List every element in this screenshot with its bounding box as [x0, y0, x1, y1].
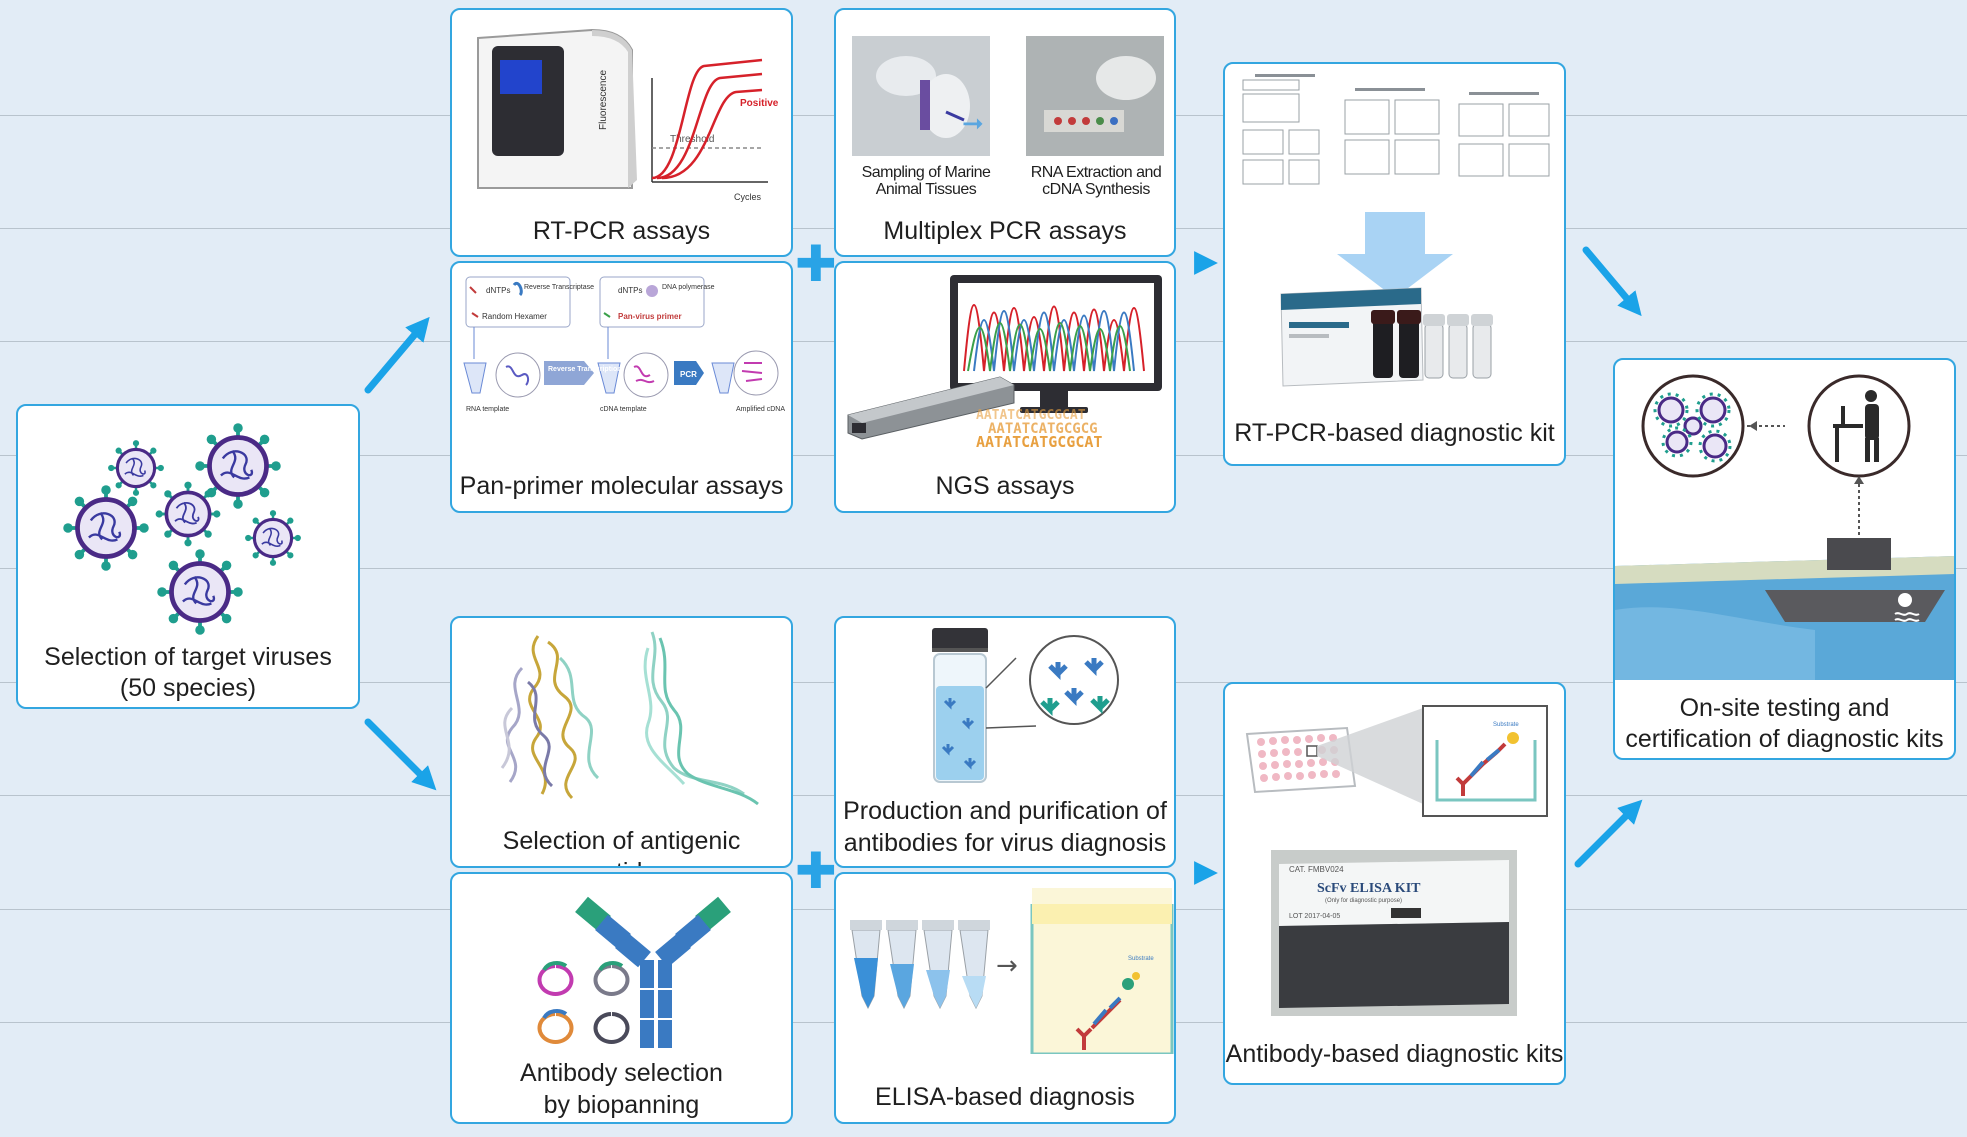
sampling-caption-2: Animal Tissues: [875, 181, 977, 198]
biopanning-label-1: Antibody selection: [520, 1059, 723, 1087]
positive-label: Positive: [740, 98, 779, 109]
reverse-transcription-label: Reverse Transcription: [548, 366, 622, 373]
pan-virus-primer-label: Pan-virus primer: [618, 312, 682, 321]
ngs-sequencer-illustration: AATATCATGCGCAT AATATCATGCGCG AATATCATGCG…: [847, 275, 1162, 451]
plot-y-label: Fluorescence: [598, 70, 609, 130]
ngs-assays-box: AATATCATGCGCAT AATATCATGCGCG AATATCATGCG…: [834, 261, 1176, 513]
sampling-caption-1: Sampling of Marine: [861, 164, 991, 181]
elisa-diagnosis-box: → Substrate ELISA-based diagnosis: [834, 872, 1176, 1124]
rtpcr-assays-label: RT-PCR assays: [532, 217, 711, 245]
arrow-icon: [364, 718, 437, 791]
extraction-caption-2: cDNA Synthesis: [1042, 181, 1150, 198]
sequence-line-3: AATATCATGCGCAT: [976, 433, 1102, 451]
amplified-cdna-label: Amplified cDNA: [736, 406, 785, 413]
rtpcr-kit-box: RT-PCR-based diagnostic kit: [1223, 62, 1566, 466]
multiplex-pcr-label: Multiplex PCR assays: [883, 217, 1127, 245]
dntps-label-1: dNTPs: [486, 286, 510, 295]
pcr-label: PCR: [680, 370, 697, 379]
pan-primer-label: Pan-primer molecular assays: [459, 472, 784, 500]
target-viruses-label-1: Selection of target viruses: [44, 643, 332, 671]
antibody-kits-label: Antibody-based diagnostic kits: [1225, 1040, 1564, 1068]
pan-primer-workflow-illustration: dNTPs Reverse Transcriptase Random Hexam…: [463, 276, 785, 413]
protein-structure-illustration: [500, 631, 759, 806]
biopanning-box: Antibody selection by biopanning: [450, 872, 793, 1124]
plot-x-label: Cycles: [734, 192, 762, 202]
multiplex-pcr-box: ➞ Sampling of Marine Animal Tissues RNA …: [834, 8, 1176, 257]
qpcr-machine-illustration: Fluorescence Threshold Positive Cycles: [477, 28, 779, 202]
plus-icon: ✚: [795, 843, 837, 899]
dntps-label-2: dNTPs: [618, 286, 642, 295]
kit-lot-label: LOT 2017-04-05: [1289, 913, 1340, 920]
antibody-vial-illustration: [932, 628, 1119, 783]
antibody-kits-box: Substrate CAT. FMBV024 ScFv ELISA KIT (O…: [1223, 682, 1566, 1085]
arrow-icon: [364, 316, 430, 394]
onsite-testing-box: On-site testing and certification of dia…: [1613, 358, 1956, 760]
target-viruses-box: Selection of target viruses (50 species): [16, 404, 360, 709]
rtpcr-assays-box: Fluorescence Threshold Positive Cycles R…: [450, 8, 793, 257]
reverse-transcriptase-label: Reverse Transcriptase: [524, 284, 594, 291]
onsite-testing-label-2: certification of diagnostic kits: [1625, 725, 1944, 753]
sequence-line-2: AATATCATGCGCG: [988, 421, 1098, 437]
antigenic-peptides-label: Selection of antigenic peptides: [502, 827, 741, 866]
sequence-line-1: AATATCATGCGCAT: [976, 408, 1086, 423]
pan-primer-box: dNTPs Reverse Transcriptase Random Hexam…: [450, 261, 793, 513]
cdna-template-label: cDNA template: [600, 406, 647, 413]
onsite-testing-illustration: [1615, 374, 1954, 680]
rtpcr-kit-illustration: [1235, 70, 1555, 387]
elisa-illustration: → Substrate: [850, 888, 1174, 1054]
extraction-caption-1: RNA Extraction and: [1030, 164, 1162, 181]
flow-arrow-icon: →: [996, 951, 1018, 981]
random-hexamer-label: Random Hexamer: [482, 312, 547, 321]
kit-sub-label: (Only for diagnostic purpose): [1325, 898, 1402, 904]
antibody-production-box: Production and purification of antibodie…: [834, 616, 1176, 868]
dna-polymerase-label: DNA polymerase: [662, 284, 715, 291]
biopanning-label-2: by biopanning: [543, 1091, 700, 1119]
rna-template-label: RNA template: [466, 406, 509, 413]
arrow-icon: [1582, 246, 1642, 317]
target-viruses-label-2: (50 species): [119, 674, 257, 702]
guide-line: [0, 568, 1967, 569]
plus-icon: ✚: [795, 236, 837, 292]
rtpcr-kit-label: RT-PCR-based diagnostic kit: [1234, 419, 1555, 447]
substrate-label: Substrate: [1493, 722, 1519, 728]
antigenic-peptides-box: Selection of antigenic peptides: [450, 616, 793, 868]
onsite-testing-label-1: On-site testing and: [1679, 694, 1890, 722]
kit-cat-label: CAT. FMBV024: [1289, 865, 1344, 874]
antibody-production-label-2: antibodies for virus diagnosis: [843, 829, 1167, 857]
ngs-assays-label: NGS assays: [935, 472, 1075, 500]
biopanning-antibody-illustration: [512, 878, 748, 1050]
elisa-diagnosis-label: ELISA-based diagnosis: [875, 1083, 1135, 1111]
arrow-icon: [1574, 799, 1643, 868]
elisa-kit-illustration: Substrate CAT. FMBV024 ScFv ELISA KIT (O…: [1245, 705, 1548, 1016]
kit-title-label: ScFv ELISA KIT: [1317, 881, 1421, 896]
flow-arrow-icon: ➞: [962, 109, 984, 139]
sampling-photos-illustration: ➞: [852, 36, 1164, 156]
antibody-production-label-1: Production and purification of: [843, 797, 1167, 825]
elisa-substrate-label: Substrate: [1128, 956, 1154, 962]
